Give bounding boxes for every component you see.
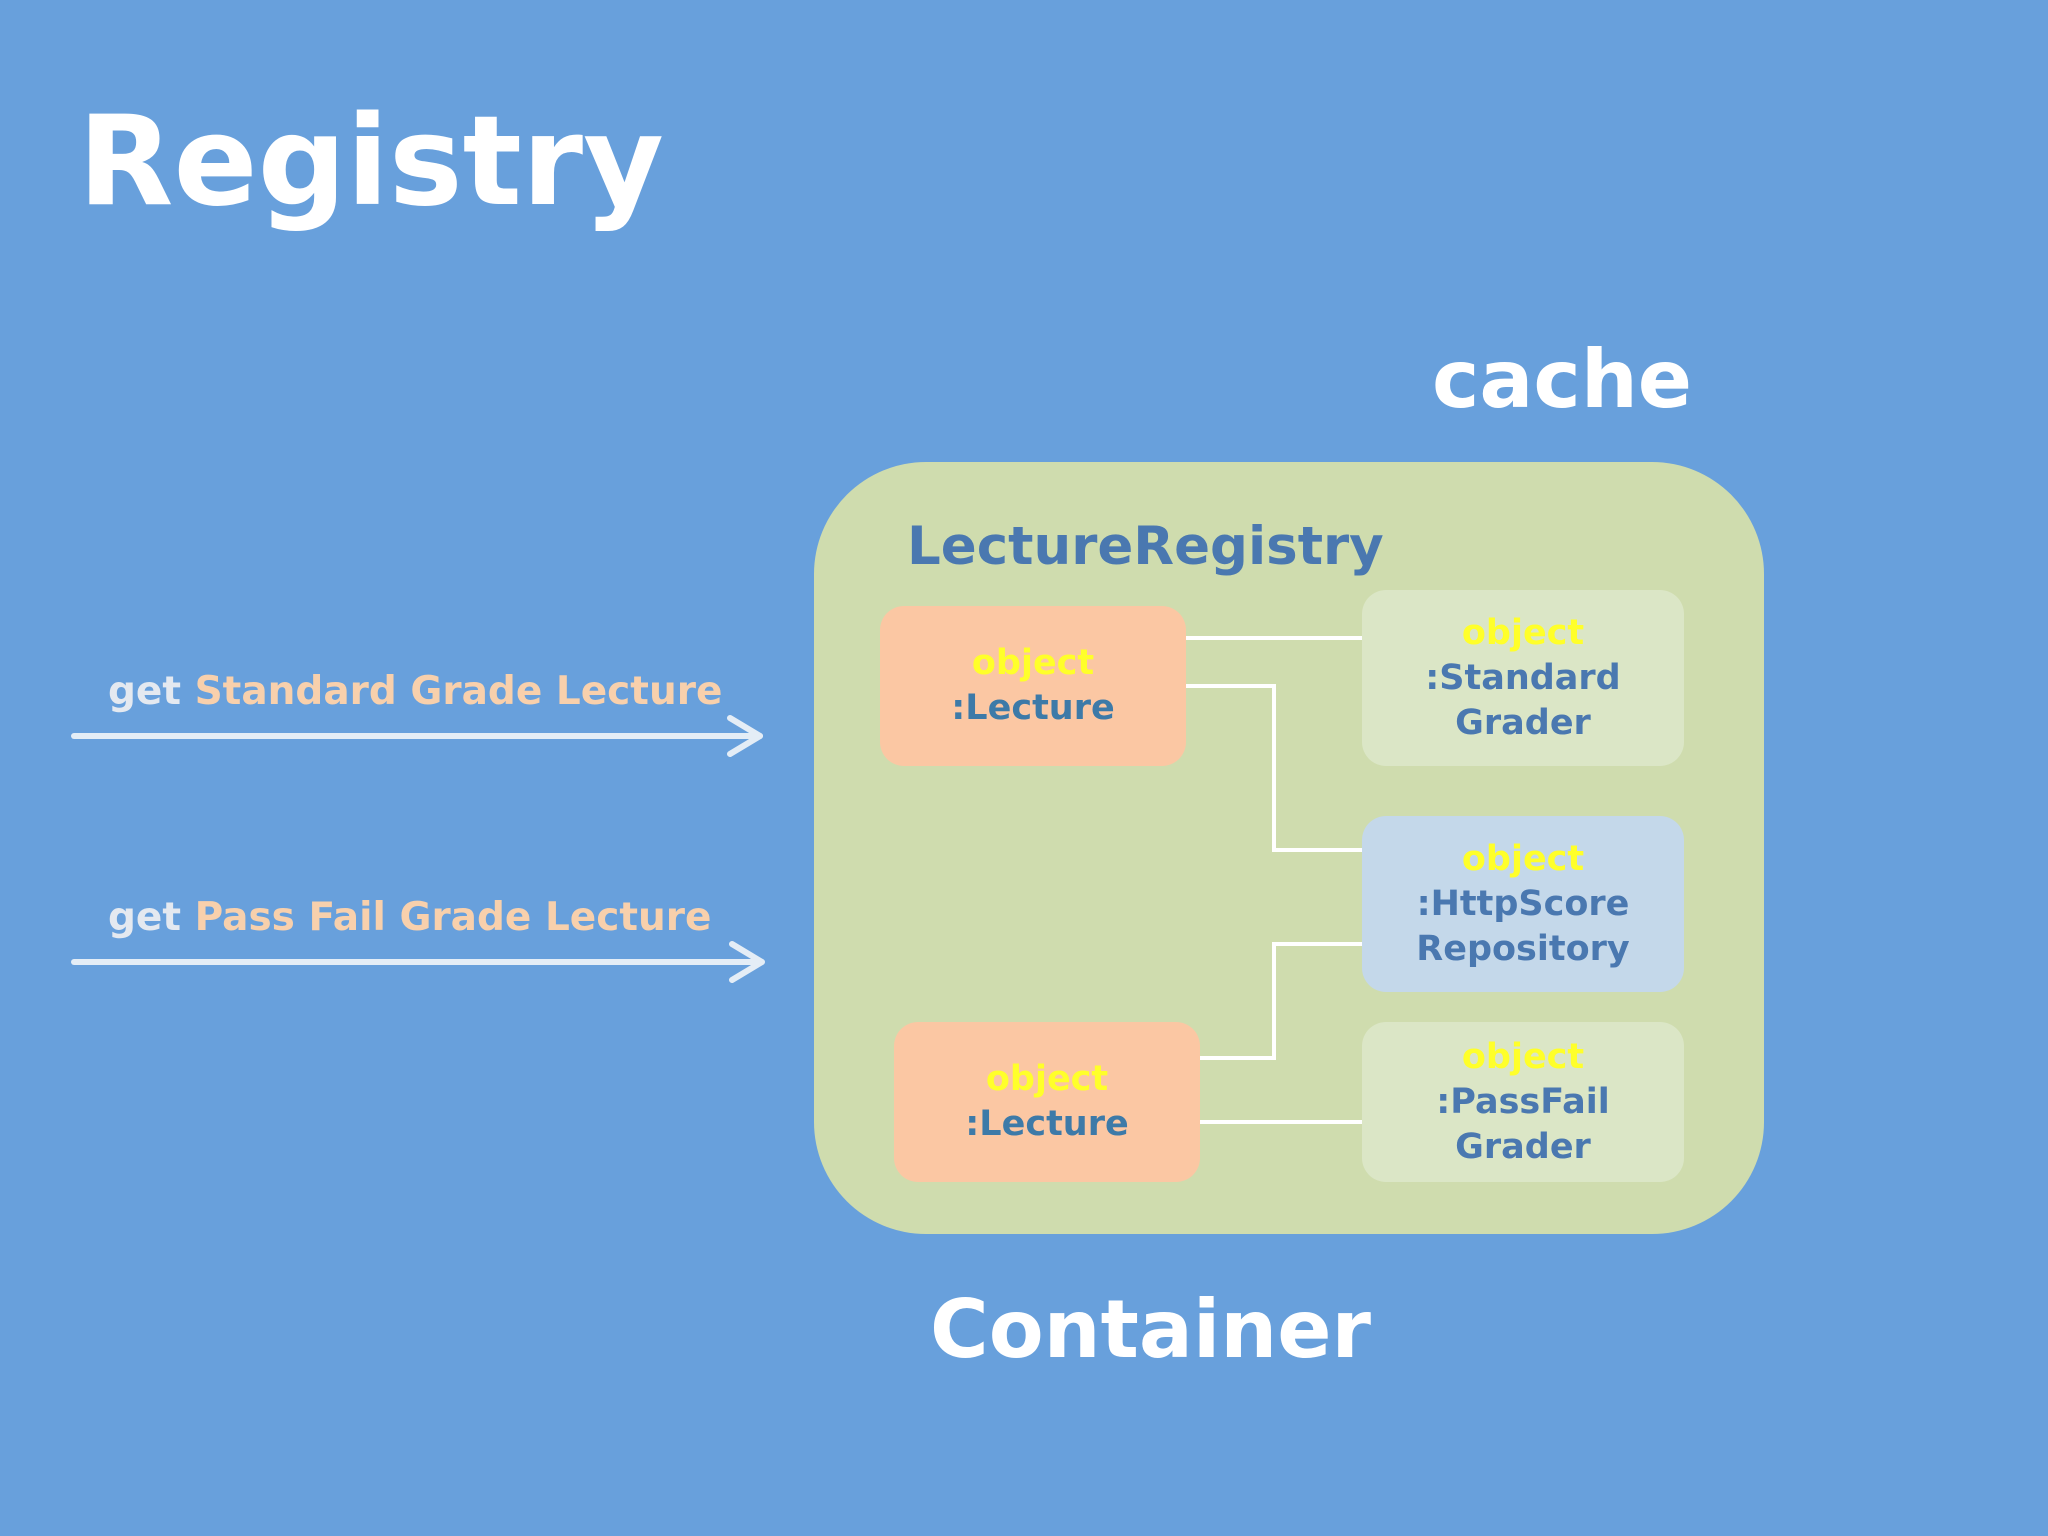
standard-grader-object: object :Standard Grader — [1362, 590, 1684, 766]
class-name-line2: Grader — [1455, 1126, 1591, 1167]
class-name: :Lecture — [965, 1104, 1129, 1144]
http-score-repository-object: object :HttpScore Repository — [1362, 816, 1684, 992]
page-title: Registry — [78, 90, 664, 234]
class-name-line1: :Standard — [1425, 657, 1621, 698]
registry-label: LectureRegistry — [907, 516, 1384, 577]
class-name-line2: Grader — [1455, 702, 1591, 743]
request-standard-grade-lecture: get Standard Grade Lecture — [108, 672, 722, 711]
container-label: Container — [930, 1283, 1371, 1376]
request-arrow-pass-fail — [71, 941, 765, 983]
class-name-line1: :PassFail — [1436, 1081, 1610, 1122]
object-keyword: object — [1461, 838, 1585, 879]
request-target: Standard Grade Lecture — [194, 669, 723, 714]
object-keyword: object — [985, 1059, 1109, 1099]
request-arrow-standard — [71, 715, 763, 757]
connector-lecture2-http-repository — [1200, 942, 1362, 1060]
cache-label: cache — [1432, 333, 1693, 426]
passfail-grader-object: object :PassFail Grader — [1362, 1022, 1684, 1182]
object-keyword: object — [1461, 1036, 1585, 1077]
lecture-object-2: object :Lecture — [894, 1022, 1200, 1182]
class-name-line1: :HttpScore — [1416, 883, 1630, 924]
request-target: Pass Fail Grade Lecture — [194, 895, 712, 940]
request-prefix: get — [108, 895, 182, 940]
connector-lecture1-http-repository — [1186, 684, 1362, 852]
object-keyword: object — [1461, 612, 1585, 653]
object-keyword: object — [971, 643, 1095, 683]
request-prefix: get — [108, 669, 182, 714]
request-pass-fail-grade-lecture: get Pass Fail Grade Lecture — [108, 898, 711, 937]
lecture-object-1: object :Lecture — [880, 606, 1186, 766]
class-name: :Lecture — [951, 688, 1115, 728]
class-name-line2: Repository — [1416, 928, 1630, 969]
